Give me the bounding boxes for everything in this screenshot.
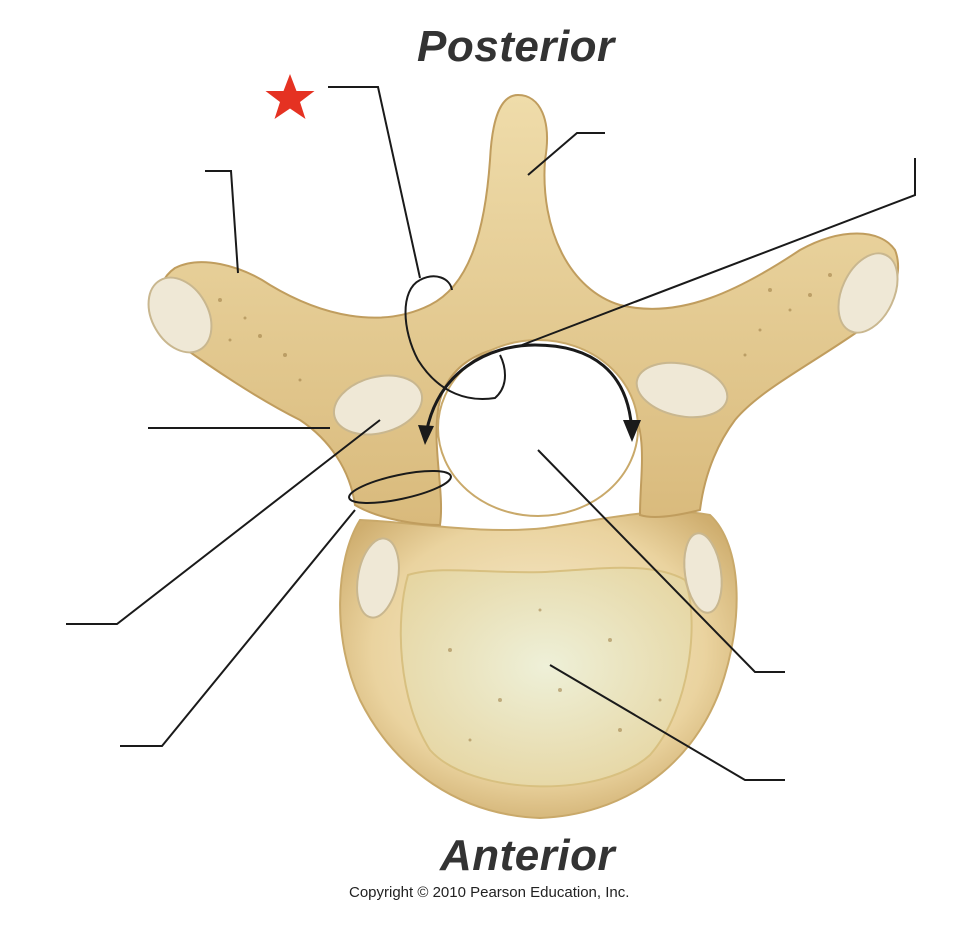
star-icon <box>265 74 315 119</box>
leader-line-transverse-process <box>205 170 239 274</box>
arrowhead-left <box>418 425 434 445</box>
vertebral-foramen <box>437 339 639 517</box>
leader-line-costal-facet <box>120 509 356 747</box>
anterior-heading: Anterior <box>440 831 616 880</box>
leader-line-body <box>549 664 785 781</box>
leader-line-pedicle <box>66 419 381 625</box>
lamina-loop <box>404 279 506 400</box>
left-transverse-facet <box>147 276 213 354</box>
arrowhead-right <box>623 420 641 442</box>
right-costal-facet <box>683 532 723 614</box>
copyright-notice: Copyright © 2010 Pearson Education, Inc. <box>349 884 630 901</box>
posterior-heading: Posterior <box>417 22 615 71</box>
leader-lines <box>66 86 916 781</box>
left-superior-articular-facet <box>332 374 424 436</box>
right-superior-articular-facet <box>635 361 729 419</box>
leader-line-vertebral-foramen <box>537 449 785 673</box>
cancellous-bone <box>399 566 693 788</box>
bone-texture <box>218 273 832 742</box>
leader-line-vertebral-arch <box>521 158 916 346</box>
leader-line-spinous-process <box>527 132 605 176</box>
left-costal-facet <box>356 537 400 619</box>
lamina-loop-top <box>419 275 453 291</box>
pedicle-loop <box>348 470 452 504</box>
leader-line-lamina <box>328 86 421 279</box>
right-transverse-facet <box>837 252 899 334</box>
